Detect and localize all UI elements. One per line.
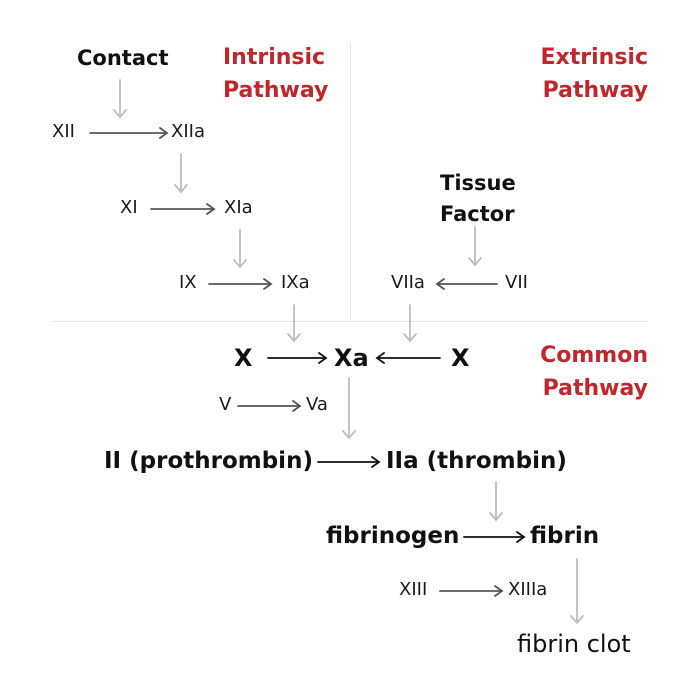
arrow-viia-down-icon <box>403 304 417 343</box>
factor-vii-label: VII <box>505 272 528 293</box>
arrow-x-right-to-xa-icon <box>375 352 441 364</box>
arrow-xii-to-xiia-icon <box>89 127 169 139</box>
arrow-v-to-va-icon <box>237 400 302 412</box>
arrow-x-to-xa-icon <box>267 352 328 364</box>
factor-x-right-label: X <box>451 344 470 372</box>
arrow-ix-to-ixa-icon <box>208 278 273 290</box>
factor-xiia-label: XIIa <box>171 121 205 142</box>
common-pathway-title: Common Pathway <box>540 339 648 405</box>
fibrinogen-label: fibrinogen <box>326 523 460 549</box>
arrow-contact-down-icon <box>113 79 127 119</box>
arrow-xia-down-icon <box>233 229 247 269</box>
arrow-xi-to-xia-icon <box>150 203 216 215</box>
arrow-tissue-factor-down-icon <box>468 226 482 267</box>
fibrin-clot-label: fibrin clot <box>517 630 631 658</box>
arrow-thrombin-down-icon <box>489 481 503 522</box>
extrinsic-pathway-title: Extrinsic Pathway <box>541 41 648 107</box>
title-line: Intrinsic <box>223 45 326 70</box>
arrow-xiii-to-xiiia-icon <box>439 585 504 597</box>
pathway-divider-vertical <box>350 42 351 322</box>
title-line: Common <box>540 343 648 368</box>
factor-xia-label: XIa <box>224 197 253 218</box>
arrow-prothrombin-to-thrombin-icon <box>317 456 381 468</box>
intrinsic-pathway-title: Intrinsic Pathway <box>223 41 328 107</box>
factor-xiiia-label: XIIIa <box>508 579 548 600</box>
title-line: Pathway <box>542 376 648 401</box>
factor-xa-label: Xa <box>334 344 369 372</box>
thrombin-label: IIa (thrombin) <box>386 448 567 474</box>
factor-v-label: V <box>219 394 232 415</box>
tissue-factor-line: Factor <box>440 202 515 226</box>
arrow-fibrinogen-to-fibrin-icon <box>463 531 526 543</box>
arrow-ixa-down-icon <box>287 304 301 343</box>
factor-x-left-label: X <box>234 344 253 372</box>
title-line: Extrinsic <box>540 45 648 70</box>
arrow-xa-down-icon <box>342 377 356 440</box>
arrow-fibrin-down-icon <box>570 558 584 625</box>
title-line: Pathway <box>542 78 648 103</box>
title-line: Pathway <box>223 78 329 103</box>
tissue-factor-line: Tissue <box>440 171 516 195</box>
factor-xi-label: XI <box>120 197 138 218</box>
prothrombin-label: II (prothrombin) <box>104 448 313 474</box>
factor-viia-label: VIIa <box>391 272 425 293</box>
arrow-vii-to-viia-icon <box>435 278 498 290</box>
tissue-factor-label: Tissue Factor <box>440 168 516 230</box>
factor-xiii-label: XIII <box>399 579 428 600</box>
contact-trigger-label: Contact <box>77 46 169 70</box>
factor-ixa-label: IXa <box>281 272 310 293</box>
arrow-xiia-down-icon <box>174 153 188 194</box>
factor-ix-label: IX <box>179 272 197 293</box>
factor-va-label: Va <box>306 394 328 415</box>
fibrin-label: fibrin <box>530 523 600 549</box>
factor-xii-label: XII <box>52 121 75 142</box>
pathway-divider-horizontal <box>52 321 648 322</box>
